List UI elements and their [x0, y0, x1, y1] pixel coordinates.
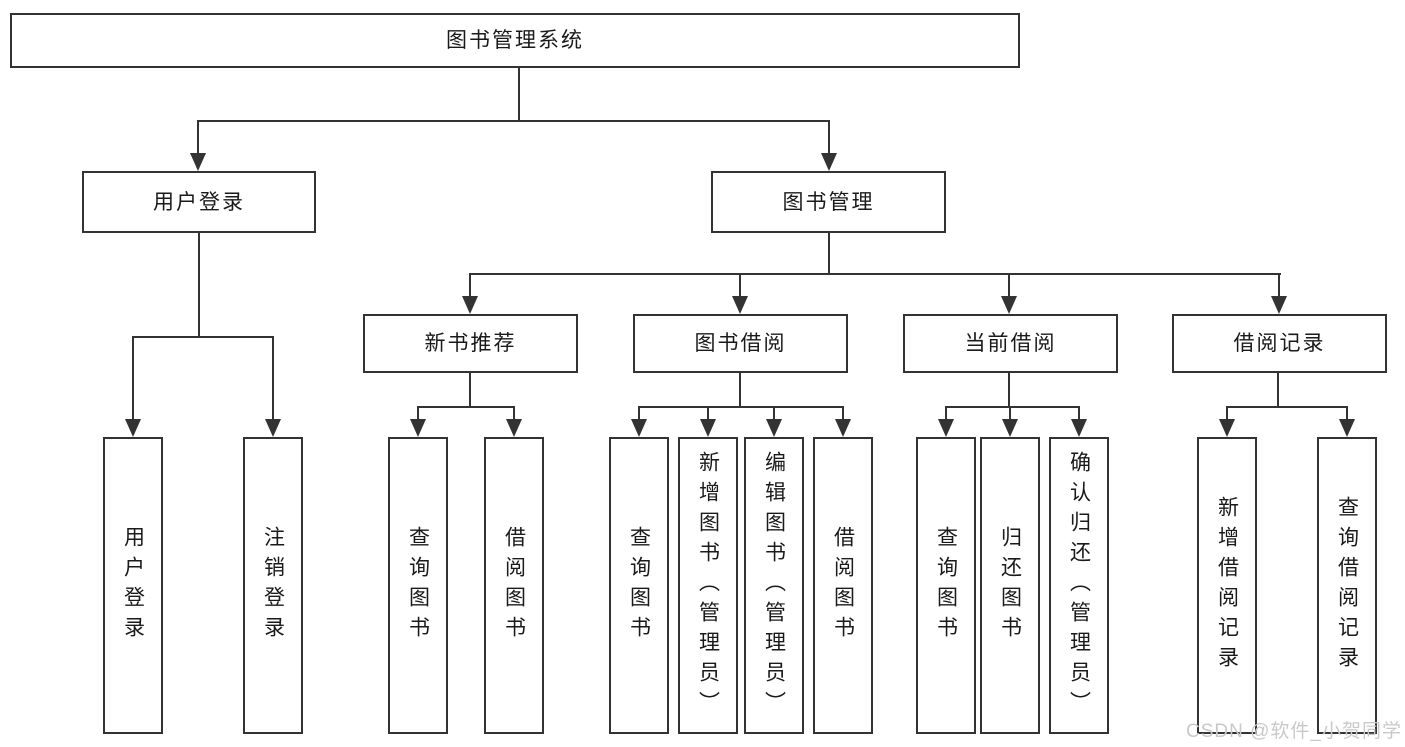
node-book-management: 图书管理 [711, 171, 946, 233]
arrowhead-leaf-user-login [125, 419, 141, 437]
connector-new-book-rail [417, 406, 515, 408]
connector-book-borrow-rail [638, 406, 844, 408]
arrowhead-borrow-record [1271, 296, 1287, 314]
arrowhead-bb-query [631, 419, 647, 437]
connector-stub-borrow-record [1278, 273, 1280, 297]
node-leaf-query-book-borrow: 查询图书 [609, 437, 669, 734]
node-leaf-edit-book-admin: 编辑图书（管理员） [744, 437, 804, 734]
connector-stub-nb-borrow [513, 406, 515, 420]
arrowhead-nb-query [410, 419, 426, 437]
arrowhead-br-add [1219, 419, 1235, 437]
arrowhead-current-borrow [1001, 296, 1017, 314]
node-current-borrow: 当前借阅 [903, 314, 1118, 373]
node-leaf-user-login: 用户登录 [103, 437, 163, 734]
node-leaf-return-book: 归还图书 [980, 437, 1040, 734]
arrowhead-user-login [190, 153, 206, 171]
node-leaf-confirm-return-admin: 确认归还（管理员） [1049, 437, 1109, 734]
connector-root-trunk [518, 68, 520, 122]
arrowhead-new-book-recommend [462, 296, 478, 314]
node-leaf-borrow-book: 借阅图书 [813, 437, 873, 734]
connector-stub-book-borrow [739, 273, 741, 297]
connector-stub-cb-query [945, 406, 947, 420]
connector-new-book-trunk [469, 373, 471, 406]
arrowhead-cb-return [1002, 419, 1018, 437]
connector-stub-bb-add [707, 406, 709, 420]
connector-book-management-trunk [828, 233, 830, 273]
connector-stub-current-borrow [1008, 273, 1010, 297]
connector-current-borrow-trunk [1008, 373, 1010, 406]
connector-user-login-rail [132, 336, 274, 338]
arrowhead-cb-confirm [1071, 419, 1087, 437]
arrowhead-bb-add [700, 419, 716, 437]
arrowhead-br-query [1339, 419, 1355, 437]
connector-current-borrow-rail [945, 406, 1080, 408]
connector-stub-nb-query [417, 406, 419, 420]
connector-borrow-record-trunk [1277, 373, 1279, 406]
connector-root-rail [197, 120, 830, 122]
node-leaf-logout: 注销登录 [243, 437, 303, 734]
node-leaf-add-borrow-record: 新增借阅记录 [1197, 437, 1257, 734]
connector-book-management-rail [469, 273, 1281, 275]
arrowhead-book-management [821, 153, 837, 171]
connector-book-borrow-trunk [739, 373, 741, 406]
arrowhead-bb-edit [766, 419, 782, 437]
connector-stub-leaf-user-login [132, 336, 134, 421]
node-new-book-recommend: 新书推荐 [363, 314, 578, 373]
node-borrow-record: 借阅记录 [1172, 314, 1387, 373]
connector-stub-br-add [1226, 406, 1228, 420]
arrowhead-leaf-logout [265, 419, 281, 437]
node-root-library-system: 图书管理系统 [10, 13, 1020, 68]
connector-stub-br-query [1346, 406, 1348, 420]
connector-user-login-trunk [198, 233, 200, 336]
connector-stub-leaf-logout [272, 336, 274, 421]
node-book-borrow: 图书借阅 [633, 314, 848, 373]
connector-stub-cb-return [1009, 406, 1011, 420]
connector-stub-bb-query [638, 406, 640, 420]
connector-stub-bb-edit [773, 406, 775, 420]
csdn-watermark: CSDN @软件_小贺同学 [1186, 721, 1402, 742]
connector-stub-book-management [828, 120, 830, 156]
arrowhead-nb-borrow [506, 419, 522, 437]
node-leaf-query-book-current: 查询图书 [916, 437, 976, 734]
node-user-login: 用户登录 [82, 171, 316, 233]
connector-stub-user-login [197, 120, 199, 156]
node-leaf-query-borrow-record: 查询借阅记录 [1317, 437, 1377, 734]
arrowhead-book-borrow [732, 296, 748, 314]
connector-stub-bb-borrow [842, 406, 844, 420]
connector-borrow-record-rail [1226, 406, 1348, 408]
node-leaf-borrow-book-recommend: 借阅图书 [484, 437, 544, 734]
connector-stub-new-book-recommend [469, 273, 471, 297]
node-leaf-query-book-recommend: 查询图书 [388, 437, 448, 734]
arrowhead-bb-borrow [835, 419, 851, 437]
node-leaf-add-book-admin: 新增图书（管理员） [678, 437, 738, 734]
arrowhead-cb-query [938, 419, 954, 437]
connector-stub-cb-confirm [1078, 406, 1080, 420]
